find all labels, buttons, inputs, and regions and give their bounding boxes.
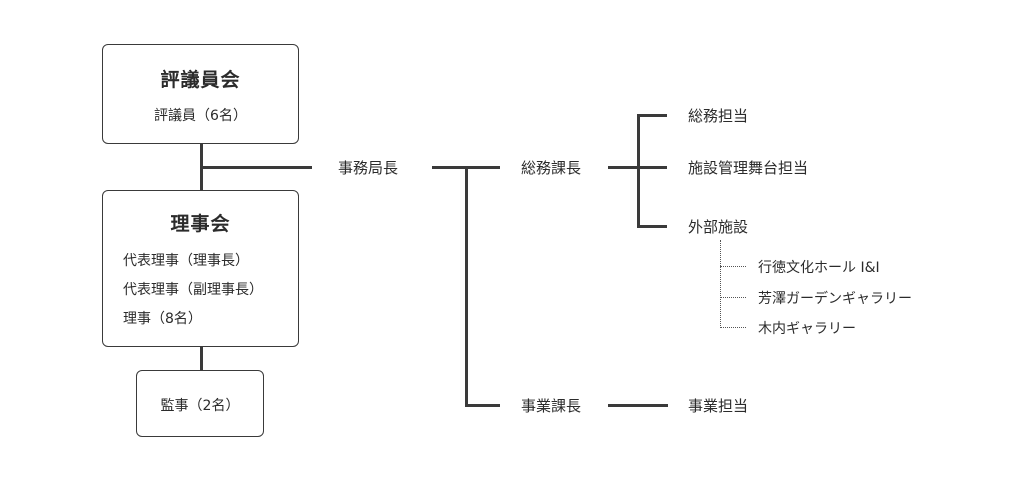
units-branch-external	[637, 225, 667, 228]
general-affairs-manager-label: 総務課長	[521, 159, 582, 177]
council-to-secretary-connector	[200, 166, 312, 169]
units-branch-general	[637, 114, 667, 117]
external-facility-yoshizawa-garden-gallery: 芳澤ガーデンギャラリー	[758, 291, 912, 307]
secretary-general-label: 事務局長	[338, 159, 399, 177]
business-manager-label: 事業課長	[521, 397, 582, 415]
council-box: 評議員会 評議員（6名）	[102, 44, 299, 144]
secretary-branch-trunk	[465, 166, 468, 407]
auditor-label: 監事（2名）	[160, 398, 240, 414]
general-affairs-to-units-connector	[608, 166, 640, 169]
unit-external-facilities: 外部施設	[688, 218, 749, 236]
council-title: 評議員会	[160, 69, 241, 91]
council-member-count: 評議員（6名）	[154, 108, 247, 124]
external-facility-branch-1	[720, 266, 746, 267]
external-facilities-trunk	[720, 240, 721, 328]
unit-general-affairs: 総務担当	[688, 107, 749, 125]
units-branch-facility	[637, 166, 667, 169]
external-facility-branch-2	[720, 297, 746, 298]
general-affairs-units-trunk	[637, 114, 640, 228]
board-to-auditor-connector	[200, 346, 203, 370]
board-title: 理事会	[170, 213, 231, 235]
board-line-chair: 代表理事（理事長）	[123, 253, 249, 269]
external-facility-branch-3	[720, 327, 746, 328]
external-facility-kiuchi-gallery: 木内ギャラリー	[758, 321, 856, 337]
unit-business: 事業担当	[688, 397, 749, 415]
unit-facility-stage: 施設管理舞台担当	[688, 159, 809, 177]
board-box: 理事会 代表理事（理事長） 代表理事（副理事長） 理事（8名）	[102, 190, 299, 347]
board-line-vice-chair: 代表理事（副理事長）	[123, 282, 263, 298]
business-manager-to-unit-connector	[608, 404, 668, 407]
external-facility-gyotoku-hall: 行徳文化ホール I&I	[758, 260, 880, 276]
branch-to-business-manager-connector	[465, 404, 500, 407]
board-line-directors: 理事（8名）	[123, 311, 202, 327]
auditor-box: 監事（2名）	[136, 370, 264, 437]
